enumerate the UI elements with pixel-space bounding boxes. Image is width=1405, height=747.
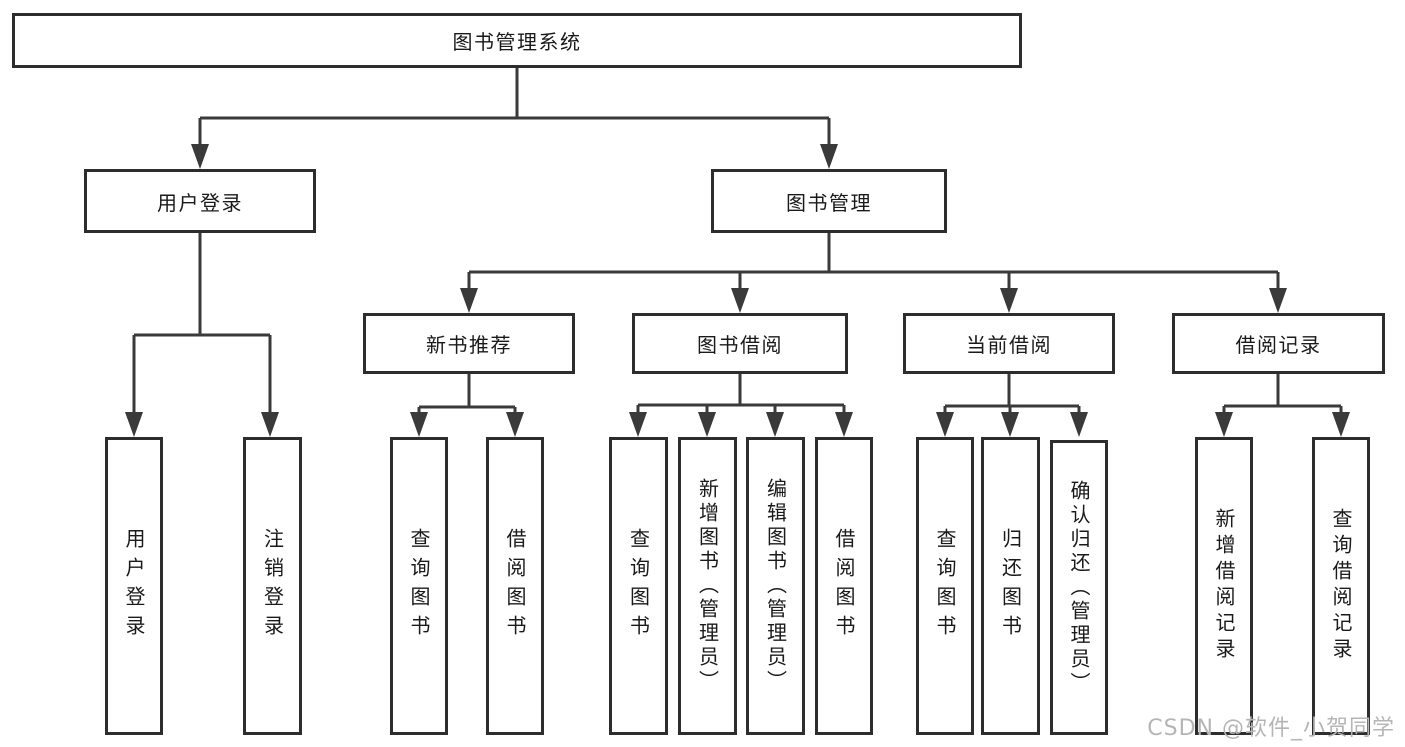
leaf-confirm-return-admin: 确认归还（管理员） <box>1050 440 1108 735</box>
node-borrowing-records: 借阅记录 <box>1172 313 1385 374</box>
leaf-user-login: 用户登录 <box>105 437 163 735</box>
csdn-watermark: CSDN @软件_小贺同学 <box>1147 716 1395 741</box>
leaf-add-borrow-record: 新增借阅记录 <box>1195 437 1253 735</box>
leaf-add-books-admin: 新增图书（管理员） <box>678 437 737 735</box>
leaf-query-books-recommend: 查询图书 <box>390 437 448 735</box>
node-new-book-recommend: 新书推荐 <box>363 313 575 374</box>
leaf-query-books-borrowing: 查询图书 <box>609 437 668 735</box>
leaf-logout: 注销登录 <box>243 437 302 735</box>
leaf-edit-books-admin: 编辑图书（管理员） <box>746 437 805 735</box>
leaf-query-borrow-record: 查询借阅记录 <box>1312 437 1370 735</box>
node-current-borrowing: 当前借阅 <box>903 313 1115 374</box>
node-book-management: 图书管理 <box>711 169 947 233</box>
leaf-borrow-books-borrowing: 借阅图书 <box>815 437 873 735</box>
leaf-query-books-current: 查询图书 <box>916 437 974 735</box>
node-root: 图书管理系统 <box>12 13 1022 68</box>
leaf-borrow-books-recommend: 借阅图书 <box>486 437 544 735</box>
node-user-login: 用户登录 <box>84 169 316 233</box>
node-book-borrowing: 图书借阅 <box>632 313 848 374</box>
leaf-return-books: 归还图书 <box>981 437 1040 735</box>
